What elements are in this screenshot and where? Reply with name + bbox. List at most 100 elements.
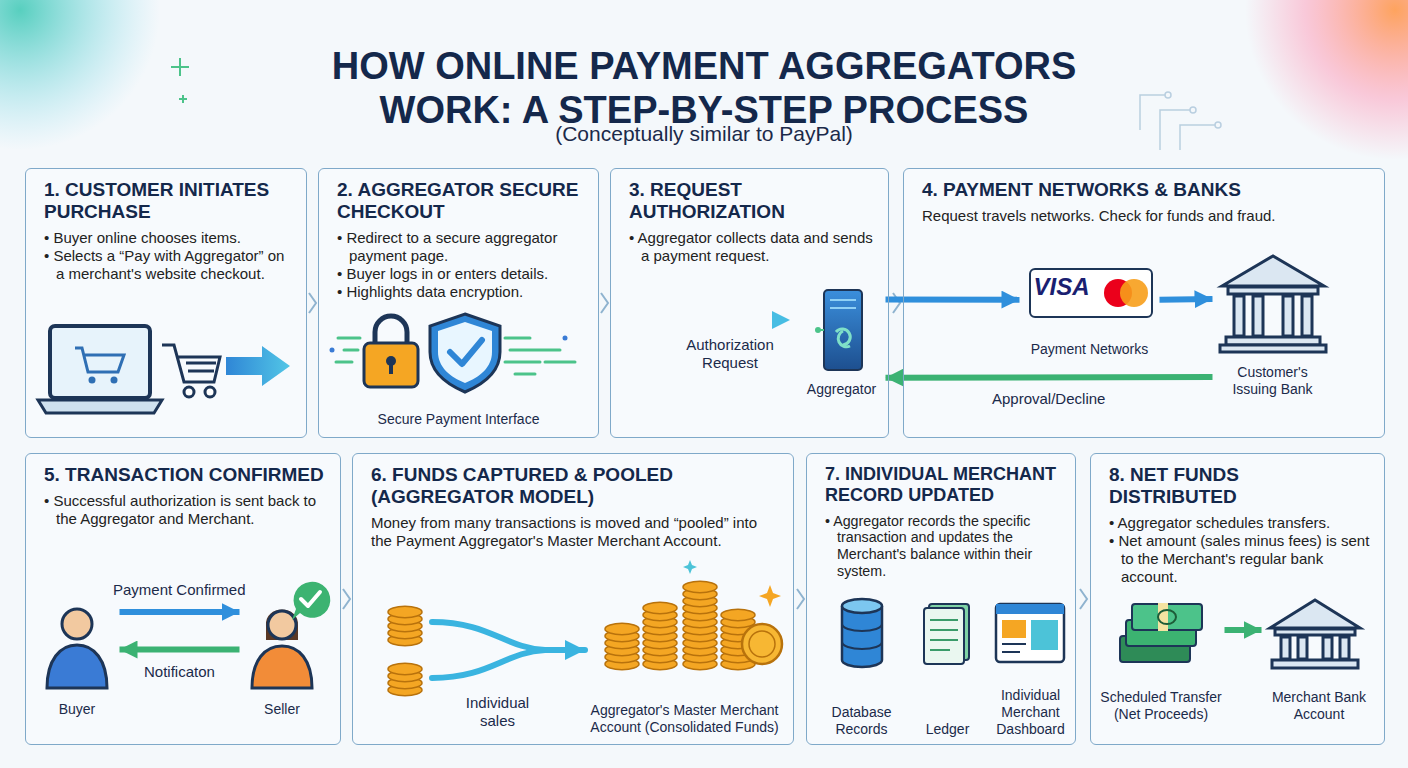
step-heading: 7. INDIVIDUAL MERCHANT RECORD UPDATED	[825, 464, 1061, 507]
shape	[1253, 296, 1263, 336]
step-heading: 6. FUNDS CAPTURED & POOLED (AGGREGATOR M…	[371, 464, 779, 508]
shape	[1031, 620, 1058, 650]
icon-node: Merchant Bank Account	[1262, 590, 1377, 725]
icon-label: Secure Payment Interface	[378, 411, 540, 428]
text-wrap: 2. AGGREGATOR SECURE CHECKOUT• Redirect …	[319, 169, 598, 301]
card-logo-box	[1030, 269, 1152, 317]
edge-label: Notificaton	[141, 663, 218, 681]
chevron	[797, 589, 804, 609]
shape	[1140, 95, 1165, 130]
icon-label: Aggregator's Master Merchant Account (Co…	[587, 702, 783, 736]
shape	[545, 647, 585, 653]
icon-node: Secure Payment Interface	[330, 308, 588, 430]
panel-fill	[318, 168, 599, 438]
diagram-title: HOW ONLINE PAYMENT AGGREGATORS WORK: A S…	[265, 44, 1143, 132]
edge-label: Approval/Decline	[989, 390, 1108, 408]
shape	[171, 58, 189, 76]
shape	[1158, 603, 1168, 631]
sparkles	[683, 560, 781, 607]
step-text: • Buyer logs in or enters details.	[337, 265, 584, 283]
subtitle: (Conceptually similar to PayPal)	[404, 121, 1004, 146]
step-panel: 3. REQUEST AUTHORIZATION• Aggregator col…	[610, 168, 889, 438]
database-icon	[842, 599, 882, 667]
panel-fills	[25, 168, 1385, 745]
shape	[336, 338, 360, 362]
chevron	[601, 293, 608, 313]
step-text: Money from many transactions is moved an…	[371, 514, 779, 550]
shape	[179, 95, 187, 103]
shape	[1132, 604, 1202, 630]
shape	[1002, 644, 1026, 652]
flow-connector	[1160, 296, 1213, 303]
icon-label: Seller	[264, 701, 300, 718]
shape	[268, 611, 296, 639]
step-heading: 4. PAYMENT NETWORKS & BANKS	[922, 179, 1370, 201]
seller-icon	[252, 610, 312, 689]
shape	[364, 343, 418, 387]
step-text: • Redirect to a secure aggregator paymen…	[337, 229, 584, 265]
shape	[38, 400, 162, 413]
flow-arrow	[226, 346, 290, 386]
shape	[842, 624, 882, 649]
panel-fill	[610, 168, 889, 438]
shape	[924, 608, 964, 664]
text-wrap: 6. FUNDS CAPTURED & POOLED (AGGREGATOR M…	[353, 454, 793, 550]
shape	[842, 606, 882, 667]
icon-label: Individual Merchant Dashboard	[992, 687, 1070, 738]
shape	[432, 622, 545, 650]
panel-fill	[352, 453, 794, 745]
edge-label: Payment Confirmed	[110, 581, 249, 599]
shape	[1002, 620, 1026, 638]
chevron	[1080, 589, 1087, 609]
shape	[389, 362, 393, 374]
dashboard-icon	[996, 604, 1064, 662]
shape	[1234, 296, 1244, 336]
step-panel: 4. PAYMENT NETWORKS & BANKSRequest trave…	[903, 168, 1385, 438]
shape	[50, 326, 150, 398]
laptop-icon	[38, 326, 162, 413]
shape	[1272, 660, 1358, 668]
coin	[388, 606, 422, 617]
shape	[818, 329, 824, 331]
shape	[62, 609, 92, 639]
flow-connector	[120, 609, 240, 615]
shape	[292, 582, 330, 620]
card-logo-text: VISA	[1034, 273, 1090, 301]
step-heading: 3. REQUEST AUTHORIZATION	[629, 179, 874, 223]
bank-icon	[1270, 600, 1360, 668]
server-icon	[815, 290, 862, 370]
panel-fill	[25, 453, 341, 745]
shape	[252, 646, 312, 688]
shape	[1180, 125, 1215, 150]
text-wrap: 3. REQUEST AUTHORIZATION• Aggregator col…	[611, 169, 888, 265]
flow-connector	[120, 647, 240, 653]
shape	[683, 560, 697, 574]
flow-connector	[1225, 627, 1262, 633]
step-panel: 5. TRANSACTION CONFIRMED• Successful aut…	[25, 453, 341, 745]
shape	[1158, 610, 1176, 624]
bank-icon	[1220, 256, 1326, 352]
cart-icon	[162, 345, 220, 397]
shape	[838, 331, 850, 347]
icon-node: Buyer	[35, 595, 120, 720]
icon-label: Merchant Bank Account	[1264, 689, 1375, 723]
lock-icon	[364, 316, 418, 387]
icon-node: Aggregator's Master Merchant Account (Co…	[585, 558, 785, 738]
shape	[1165, 92, 1171, 98]
corner-blob	[0, 0, 160, 150]
icon-label: Payment Networks	[1031, 341, 1148, 358]
shape	[1190, 107, 1196, 113]
shape	[1270, 600, 1360, 628]
text-wrap: 5. TRANSACTION CONFIRMED• Successful aut…	[26, 454, 340, 528]
shape	[1323, 637, 1332, 659]
text-wrap: 1. CUSTOMER INITIATES PURCHASE• Buyer on…	[26, 169, 306, 283]
step-text: • Aggregator records the specific transa…	[825, 513, 1061, 580]
icon-label: Customer's Issuing Bank	[1215, 364, 1331, 398]
shape	[930, 620, 958, 650]
shape	[1275, 629, 1355, 635]
shape	[1120, 279, 1148, 307]
icon-node: Ledger	[910, 592, 986, 740]
shape	[186, 363, 216, 371]
shape	[162, 345, 220, 382]
